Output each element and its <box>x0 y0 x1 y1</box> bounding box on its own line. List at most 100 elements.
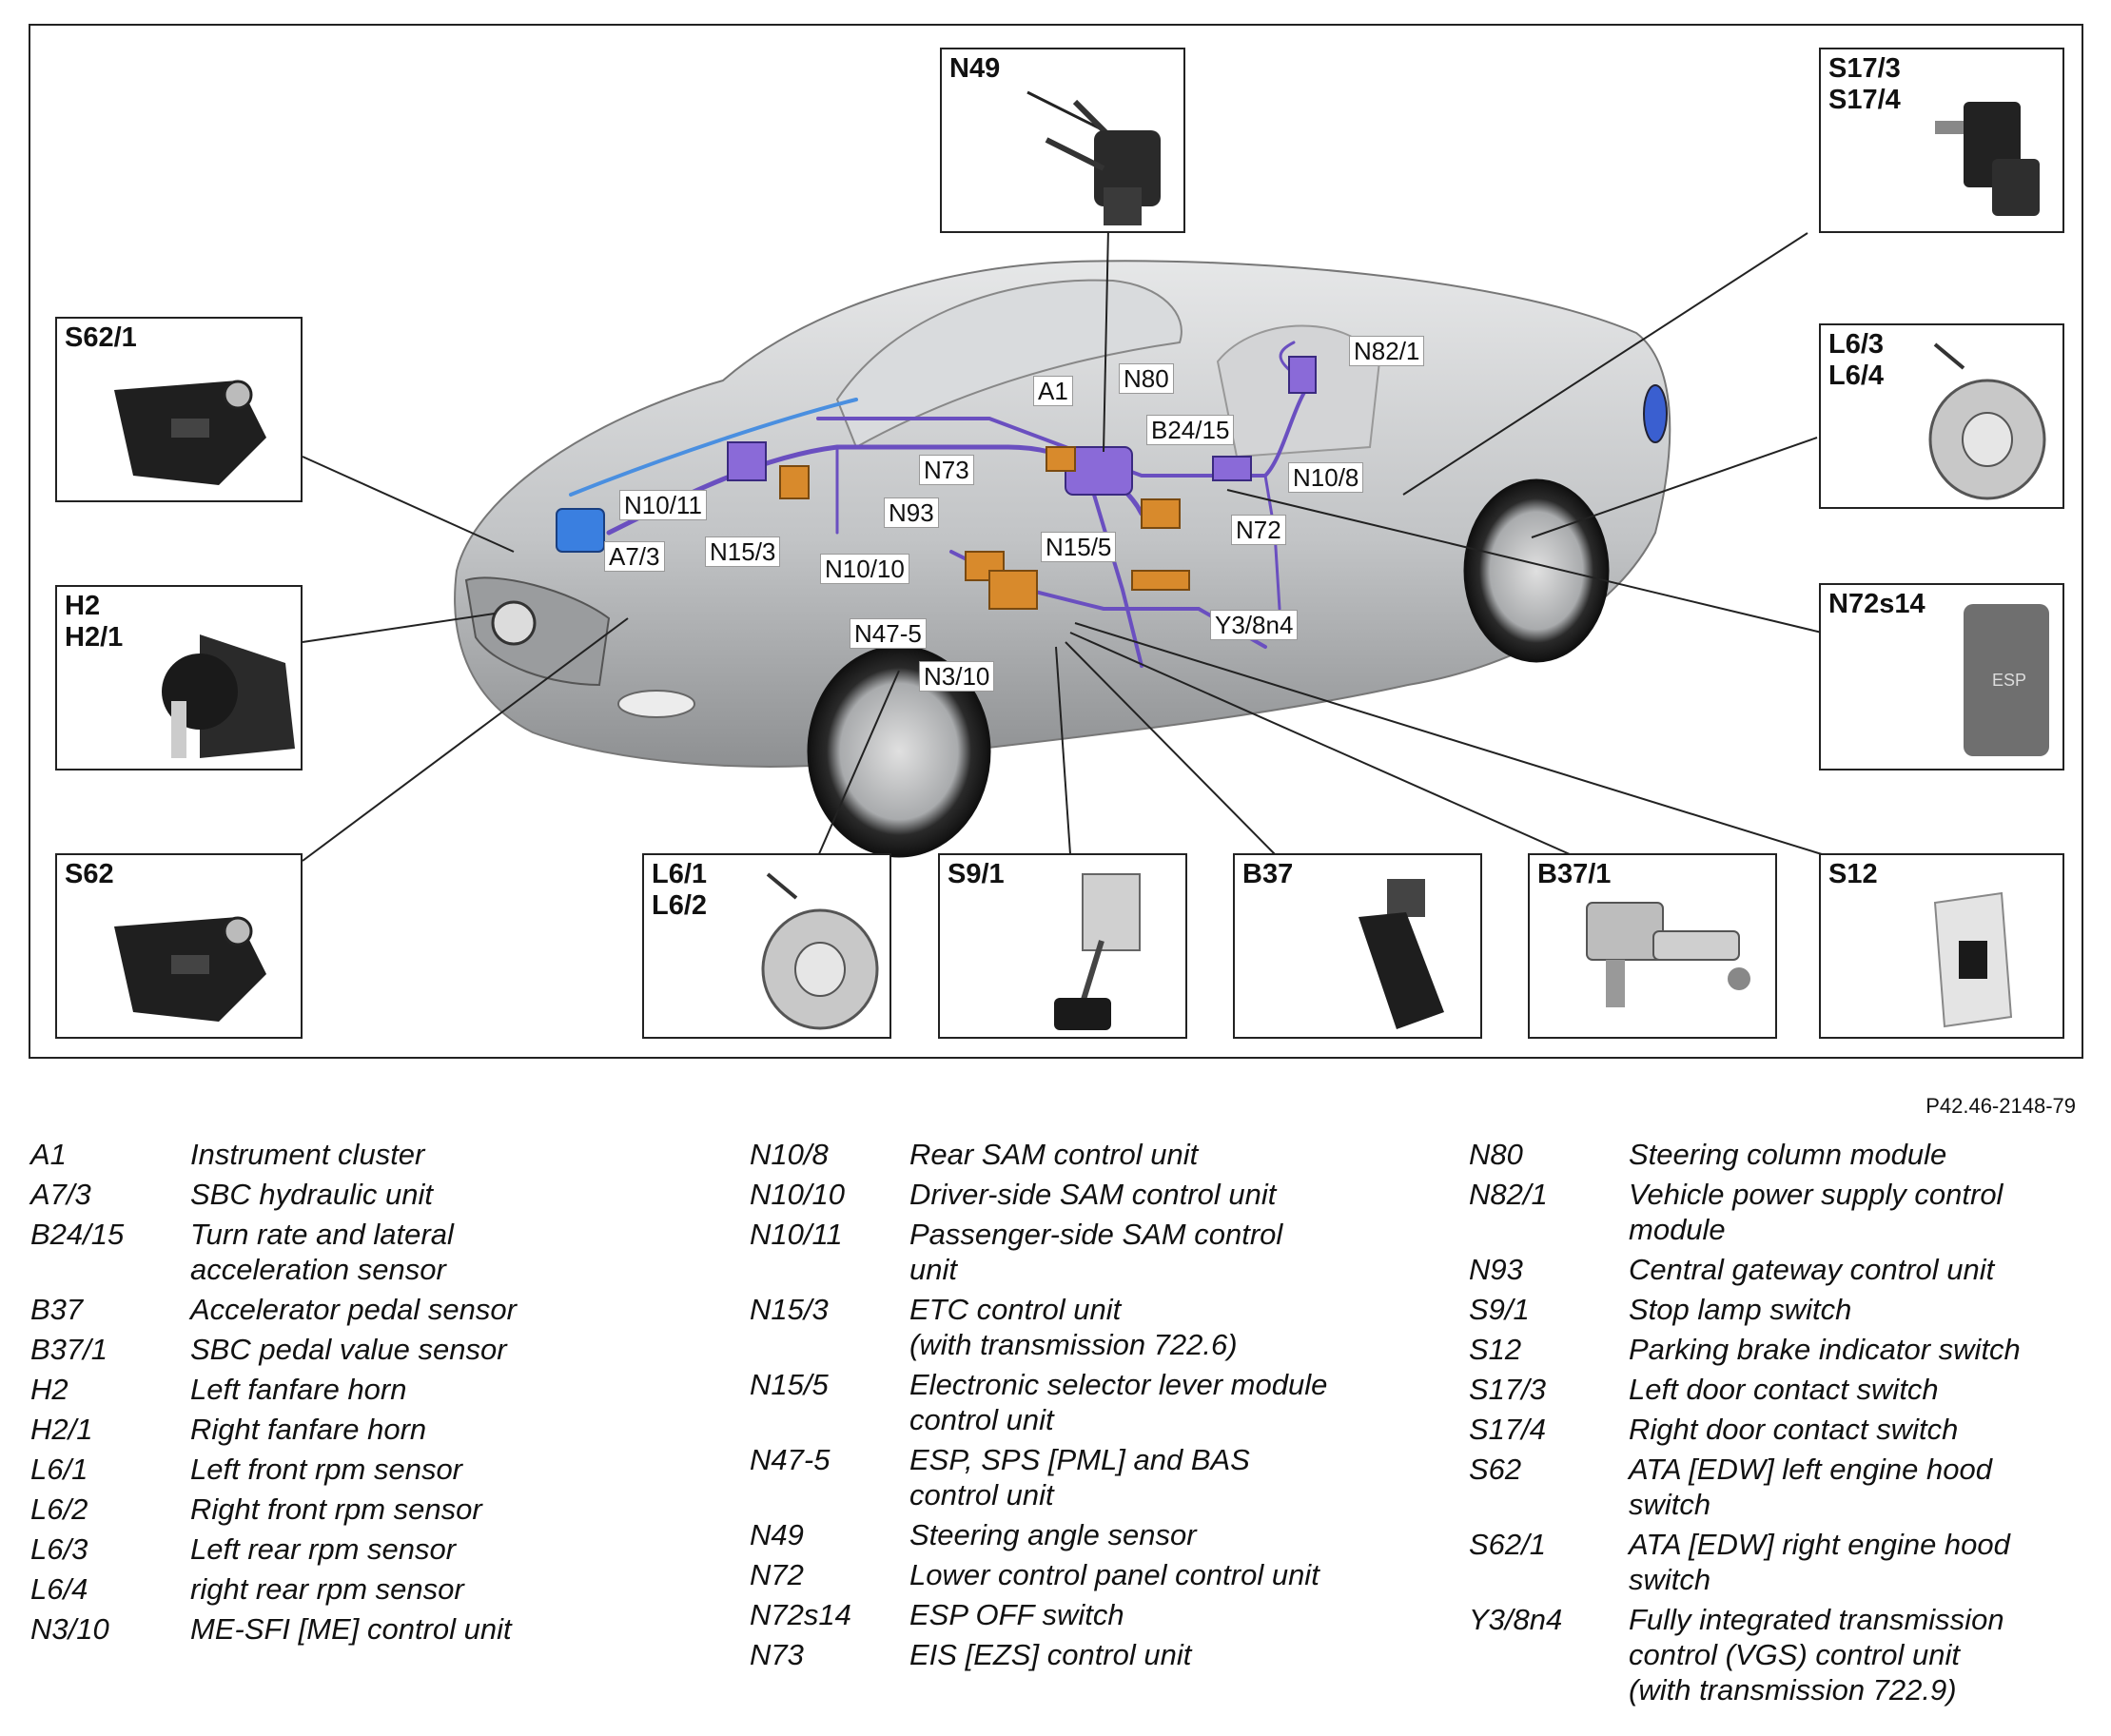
legend-code: B37/1 <box>30 1333 108 1366</box>
rear-wheel <box>1463 478 1610 663</box>
callout-n73: N73 <box>919 455 974 485</box>
car-windshield <box>835 279 1183 449</box>
legend-description: Steering column module <box>1629 1138 1947 1171</box>
legend-code: L6/4 <box>30 1572 88 1606</box>
box-label: H2 H2/1 <box>65 591 124 653</box>
legend-description: ATA [EDW] right engine hood switch <box>1629 1528 2010 1596</box>
instrument-cluster-unit <box>1046 446 1076 472</box>
esp-off-switch-icon: ESP <box>1964 604 2049 756</box>
legend-description: ESP OFF switch <box>909 1598 1124 1631</box>
legend-description: Stop lamp switch <box>1629 1293 1852 1326</box>
leader-lines <box>302 227 1823 862</box>
box-label: S62/1 <box>65 322 137 353</box>
legend-description: Driver-side SAM control unit <box>909 1178 1277 1211</box>
power-supply-module <box>1288 356 1317 394</box>
callout-n15-5: N15/5 <box>1041 532 1117 562</box>
callout-n93: N93 <box>884 497 939 528</box>
box-label: N72s14 <box>1828 589 1925 619</box>
callout-y3-8n4: Y3/8n4 <box>1210 610 1299 640</box>
box-label: S17/3 S17/4 <box>1828 53 1901 115</box>
box-label: B37/1 <box>1537 859 1612 889</box>
callout-n10-11: N10/11 <box>619 490 707 520</box>
legend-code: N80 <box>1469 1138 1523 1171</box>
legend-description: right rear rpm sensor <box>190 1572 464 1606</box>
horn-icon <box>162 634 295 758</box>
legend-description: Instrument cluster <box>190 1138 425 1171</box>
legend-code: H2/1 <box>30 1413 93 1446</box>
sbc-hydraulic-unit <box>556 508 605 553</box>
reference-code: P42.46-2148-79 <box>1925 1094 2076 1118</box>
legend-code: B24/15 <box>30 1218 125 1251</box>
vehicle-diagram <box>302 227 1823 862</box>
legend-description: SBC hydraulic unit <box>190 1178 434 1211</box>
control-units <box>556 356 1317 610</box>
legend-code: N10/10 <box>750 1178 845 1211</box>
legend-description: Fully integrated transmission control (V… <box>1629 1603 2004 1707</box>
legend-code: N72s14 <box>750 1598 851 1631</box>
hood-switch-icon <box>114 916 266 1022</box>
component-box-s9-1: S9/1 <box>938 853 1187 1039</box>
legend-code: N82/1 <box>1469 1178 1548 1211</box>
legend-row: H2/1 Right fanfare horn <box>30 1412 715 1447</box>
legend-column-3: N80 Steering column module N82/1 Vehicle p… <box>1469 1137 2087 1712</box>
legend-row: S62/1 ATA [EDW] right engine hood switch <box>1469 1527 2087 1597</box>
legend-description: Right front rpm sensor <box>190 1492 482 1526</box>
legend-code: N15/5 <box>750 1368 829 1401</box>
box-label: S9/1 <box>948 859 1005 889</box>
component-box-n49: N49 <box>940 48 1185 233</box>
brake-pedal-icon <box>1054 873 1141 1030</box>
legend-code: N93 <box>1469 1253 1523 1286</box>
component-box-s12: S12 <box>1819 853 2064 1039</box>
legend-code: A1 <box>30 1138 67 1171</box>
legend-code: S17/3 <box>1469 1373 1547 1406</box>
legend-row: N15/3 ETC control unit (with transmission… <box>750 1292 1454 1362</box>
transmission-control-unit <box>1131 570 1190 591</box>
legend-description: ME-SFI [ME] control unit <box>190 1612 512 1646</box>
box-label: N49 <box>949 53 1001 84</box>
box-label: S62 <box>65 859 114 889</box>
legend-code: L6/2 <box>30 1492 88 1526</box>
parking-brake-switch-icon <box>1933 891 2013 1028</box>
legend-description: Rear SAM control unit <box>909 1138 1199 1171</box>
legend-code: L6/3 <box>30 1532 88 1566</box>
callout-a1: A1 <box>1033 376 1073 406</box>
legend-code: N15/3 <box>750 1293 829 1326</box>
callout-n72: N72 <box>1231 515 1286 545</box>
esp-button-text: ESP <box>1992 671 2027 690</box>
legend-description: Left fanfare horn <box>190 1373 407 1406</box>
callout-n47-5: N47-5 <box>850 618 927 649</box>
legend-code: S62/1 <box>1469 1528 1547 1561</box>
legend-row: S17/3 Left door contact switch <box>1469 1372 2087 1407</box>
callout-n3-10: N3/10 <box>919 661 995 692</box>
legend-code: S9/1 <box>1469 1293 1530 1326</box>
callout-a7-3: A7/3 <box>604 541 665 572</box>
legend-description: Vehicle power supply control module <box>1629 1178 2003 1246</box>
legend-row: B24/15 Turn rate and lateral acceleration… <box>30 1217 715 1287</box>
callout-n10-8: N10/8 <box>1288 462 1364 493</box>
legend-row: N72s14 ESP OFF switch <box>750 1597 1454 1632</box>
legend-row: A1 Instrument cluster <box>30 1137 715 1172</box>
legend-description: ETC control unit (with transmission 722.… <box>909 1293 1238 1361</box>
box-label: S12 <box>1828 859 1878 889</box>
legend-description: Passenger-side SAM control unit <box>909 1218 1283 1286</box>
component-box-s17: S17/3 S17/4 <box>1819 48 2064 233</box>
legend-description: Left door contact switch <box>1629 1373 1939 1406</box>
component-box-l6-3: L6/3 L6/4 <box>1819 323 2064 509</box>
legend-code: N73 <box>750 1638 804 1671</box>
legend-description: Right fanfare horn <box>190 1413 427 1446</box>
legend-description: Turn rate and lateral acceleration senso… <box>190 1218 454 1286</box>
legend-code: B37 <box>30 1293 84 1326</box>
door-contact-switch-icon <box>1935 102 2040 216</box>
legend-code: N72 <box>750 1558 804 1591</box>
